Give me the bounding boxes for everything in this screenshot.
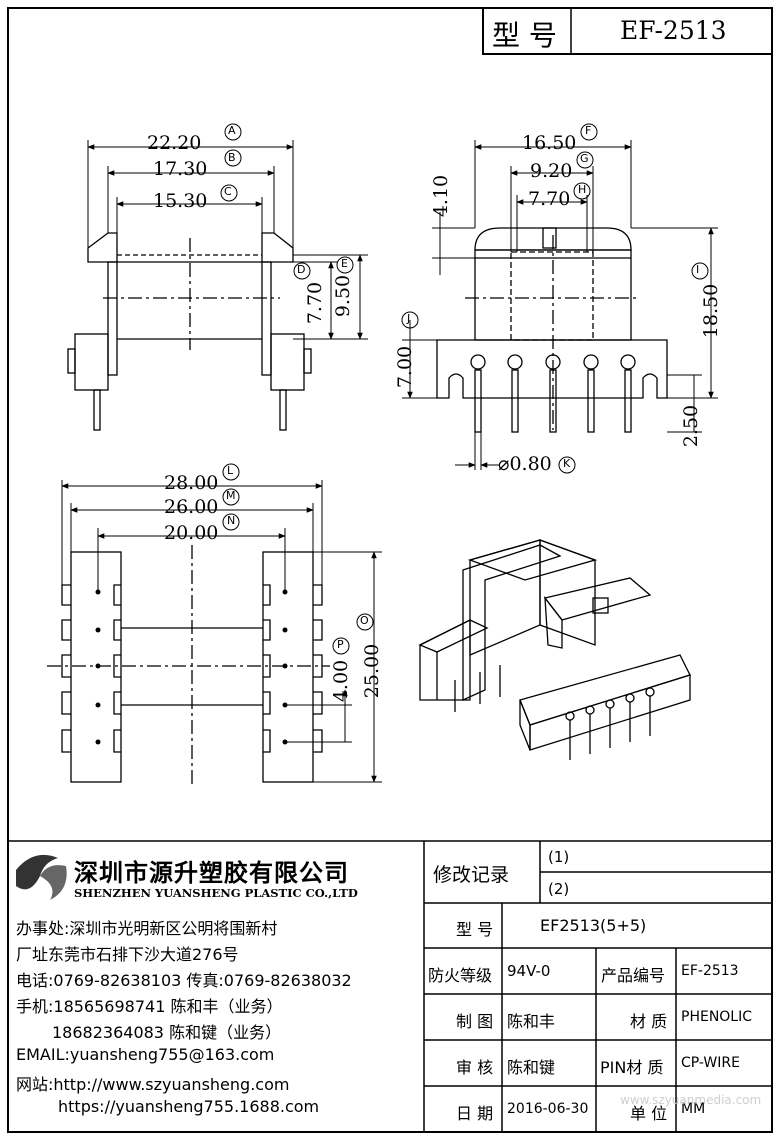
dim-b-letter: B	[228, 151, 236, 164]
table-product-no-label: 产品编号	[601, 966, 666, 985]
dim-f-letter: F	[585, 124, 592, 137]
revision-row-2: (2)	[548, 880, 570, 898]
dim-top-height: 4.10	[430, 174, 453, 218]
dim-e-letter: E	[341, 257, 348, 270]
dim-o-value: 25.00	[361, 643, 384, 699]
dim-i-letter: I	[696, 263, 700, 276]
dim-m-value: 26.00	[164, 496, 219, 518]
table-drawn-label: 制 图	[456, 1012, 494, 1031]
bottom-view	[47, 463, 382, 785]
dim-a-letter: A	[228, 124, 236, 137]
front-view	[67, 123, 368, 431]
dim-k-value: ⌀0.80	[498, 453, 552, 475]
company-logo	[16, 854, 67, 900]
revision-row-1: (1)	[548, 848, 570, 866]
dim-m-letter: M	[226, 489, 236, 502]
dim-l-value: 28.00	[164, 472, 219, 494]
dim-a-value: 22.20	[147, 132, 202, 154]
dim-l-letter: L	[227, 464, 234, 477]
dim-p-value: 4.00	[330, 659, 353, 703]
company-phone: 电话:0769-82638103 传真:0769-82638032	[16, 971, 352, 990]
table-pin-material-label: PIN材 质	[600, 1058, 664, 1077]
dim-c-value: 15.30	[153, 190, 208, 212]
dim-d-letter: D	[297, 263, 306, 276]
company-name-en: SHENZHEN YUANSHENG PLASTIC CO.,LTD	[74, 886, 358, 900]
company-office: 办事处:深圳市光明新区公明将围新村	[16, 919, 278, 938]
company-shop-url: https://yuansheng755.1688.com	[58, 1097, 320, 1116]
table-unit-label: 单 位	[630, 1104, 668, 1123]
table-model-label: 型 号	[456, 920, 494, 939]
dim-k-letter: K	[563, 457, 571, 470]
company-factory: 厂址东莞市石排下沙大道276号	[16, 945, 239, 964]
isometric-view	[418, 539, 691, 760]
dim-c-letter: C	[224, 185, 232, 198]
company-name-cn: 深圳市源升塑胶有限公司	[74, 859, 349, 887]
dim-g-letter: G	[580, 152, 589, 165]
dim-pin-length: 2.50	[680, 404, 703, 448]
side-view	[401, 123, 718, 474]
title-block	[482, 7, 773, 55]
table-model-value: EF2513(5+5)	[540, 916, 647, 935]
dim-j-letter: J	[407, 312, 411, 325]
revision-label: 修改记录	[433, 864, 510, 886]
dim-d-value: 7.70	[304, 281, 327, 325]
dim-e-value: 9.50	[332, 274, 355, 318]
table-material-value: PHENOLIC	[681, 1009, 753, 1025]
table-check-label: 审 核	[456, 1058, 494, 1077]
dim-o-letter: O	[360, 614, 369, 627]
dim-b-value: 17.30	[153, 158, 208, 180]
table-date-value: 2016-06-30	[507, 1101, 589, 1117]
dim-h-letter: H	[578, 183, 587, 196]
dim-h-value: 7.70	[528, 188, 571, 210]
dim-g-value: 9.20	[530, 160, 573, 182]
table-check-value: 陈和键	[507, 1058, 556, 1077]
table-unit-value: MM	[681, 1101, 706, 1117]
table-drawn-value: 陈和丰	[507, 1012, 556, 1031]
company-website: 网站:http://www.szyuansheng.com	[16, 1075, 290, 1094]
company-mobile-2: 18682364083 陈和键（业务）	[52, 1023, 282, 1042]
company-email: EMAIL:yuansheng755@163.com	[16, 1045, 275, 1064]
watermark: www.szyuanmedia.com	[620, 1093, 762, 1107]
dim-n-letter: N	[227, 514, 236, 527]
table-fire-label: 防火等级	[428, 966, 493, 985]
company-mobile-1: 手机:18565698741 陈和丰（业务）	[16, 997, 283, 1016]
dim-j-value: 7.00	[394, 345, 417, 389]
dim-n-value: 20.00	[164, 522, 219, 544]
dim-f-value: 16.50	[522, 132, 577, 154]
sheet-border	[7, 7, 773, 1133]
header-model-label: 型 号	[492, 19, 557, 52]
table-material-label: 材 质	[630, 1012, 668, 1031]
dim-p-letter: P	[337, 638, 344, 651]
table-fire-value: 94V-0	[507, 962, 551, 980]
table-date-label: 日 期	[456, 1104, 494, 1123]
table-pin-material-value: CP-WIRE	[681, 1055, 740, 1071]
dim-i-value: 18.50	[700, 283, 723, 339]
info-block	[8, 840, 772, 1132]
table-product-no-value: EF-2513	[681, 963, 739, 979]
header-model-value: EF-2513	[620, 16, 727, 45]
